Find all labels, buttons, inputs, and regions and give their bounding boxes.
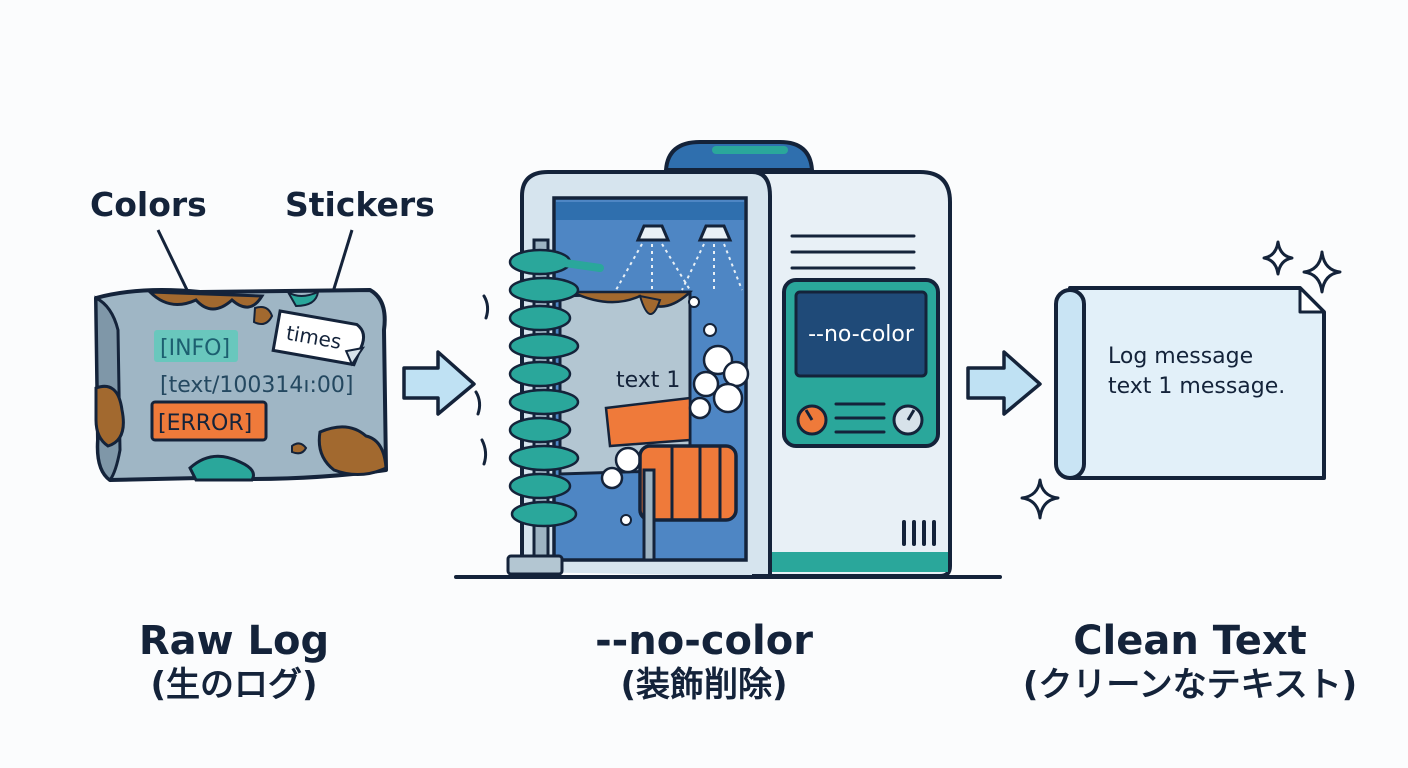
info-tag-label: [INFO] bbox=[160, 336, 230, 361]
error-tag-label: [ERROR] bbox=[158, 411, 252, 436]
log-line-text: [text/100314ı:00] bbox=[160, 373, 354, 398]
soap-foam bbox=[600, 344, 750, 490]
panel-lines bbox=[834, 402, 886, 434]
flow-arrow-1 bbox=[402, 350, 476, 416]
panel-screen bbox=[794, 290, 928, 378]
sparkle-icon bbox=[1020, 478, 1060, 520]
clean-text-title: Clean Text bbox=[1073, 618, 1307, 664]
clean-line-2: text 1 message. bbox=[1108, 374, 1285, 399]
mud-stain bbox=[317, 425, 388, 476]
no-color-machine: --no-color te bbox=[454, 140, 1002, 579]
clean-text-caption: Clean Text (クリーンなテキスト) bbox=[990, 618, 1390, 706]
motion-lines bbox=[474, 294, 490, 466]
clean-line-1: Log message bbox=[1108, 344, 1253, 369]
no-color-caption: --no-color (装飾削除) bbox=[554, 618, 854, 706]
callout-colors: Colors bbox=[90, 185, 207, 224]
raw-log-subtitle: (生のログ) bbox=[150, 665, 318, 705]
screen-text: --no-color bbox=[808, 322, 915, 347]
raw-log-title: Raw Log bbox=[138, 618, 330, 664]
teal-brush bbox=[508, 238, 604, 562]
mud-drop bbox=[252, 306, 274, 325]
water-drops bbox=[620, 296, 717, 526]
dial-pointer bbox=[804, 409, 814, 421]
orange-roller bbox=[638, 444, 738, 562]
sparkle-icon bbox=[1302, 250, 1342, 294]
mud-drip bbox=[638, 294, 662, 315]
raw-log-group: Colors Stickers [INFO] [text/100314ı:00]… bbox=[90, 185, 435, 483]
shower-head bbox=[681, 224, 743, 292]
callout-colors-pointer bbox=[156, 229, 190, 293]
error-tag bbox=[150, 400, 268, 442]
mud-stain bbox=[94, 384, 125, 448]
paper-fold bbox=[1298, 286, 1326, 314]
brush-foot bbox=[506, 554, 564, 576]
no-color-title: --no-color bbox=[595, 618, 813, 664]
no-color-subtitle: (装飾削除) bbox=[620, 665, 788, 705]
times-sticker: times bbox=[271, 309, 366, 367]
clean-text-group: Log message text 1 message. bbox=[1020, 240, 1342, 520]
callout-stickers: Stickers bbox=[285, 185, 435, 224]
info-tag bbox=[154, 330, 238, 362]
teal-stain bbox=[188, 454, 255, 482]
cabinet-grille bbox=[902, 520, 936, 546]
clean-text-subtitle: (クリーンなテキスト) bbox=[1022, 665, 1358, 705]
sparkle-icon bbox=[1262, 240, 1294, 276]
teal-stain bbox=[287, 290, 320, 308]
washed-slab-text: text 1 bbox=[616, 368, 680, 393]
chamber-top-rail bbox=[556, 202, 744, 220]
dial-pointer bbox=[906, 409, 916, 421]
paper-roll-edge bbox=[1054, 288, 1086, 480]
flow-arrow-2 bbox=[966, 350, 1042, 416]
mud-stain bbox=[146, 290, 265, 311]
cabinet-base-stripe bbox=[754, 552, 948, 572]
washed-error-tag bbox=[604, 396, 692, 448]
raw-log-caption: Raw Log (生のログ) bbox=[104, 618, 364, 706]
cabinet-vents bbox=[790, 234, 916, 270]
mud-drop bbox=[291, 442, 308, 455]
